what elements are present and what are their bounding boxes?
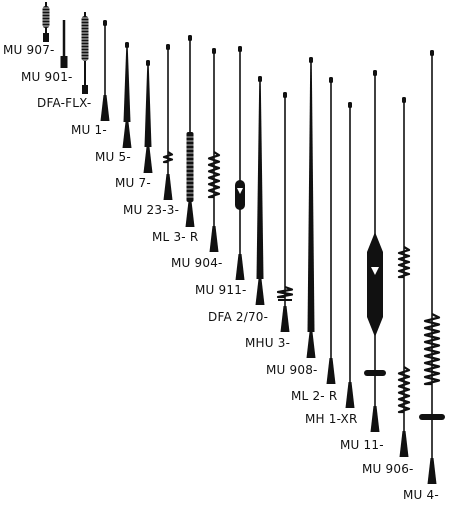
antenna-label-mu-23-3: MU 23-3- — [123, 203, 180, 217]
antenna-label-mu-11: MU 11- — [340, 438, 384, 452]
antenna-10-load — [235, 180, 245, 210]
antenna-13-rod — [307, 63, 315, 332]
antenna-8-base — [185, 201, 195, 227]
antenna-label-mu-1: MU 1- — [71, 123, 107, 137]
antenna-16-tip — [373, 70, 377, 76]
antenna-12-coil — [276, 285, 294, 299]
antenna-16-load — [367, 232, 383, 337]
antenna-10-tip — [238, 46, 242, 52]
antenna-6-tip — [146, 60, 150, 66]
antenna-1-base — [43, 33, 49, 42]
antenna-7-tip — [166, 44, 170, 50]
antenna-11-rod — [256, 82, 264, 279]
antenna-label-mu-7: MU 7- — [115, 176, 151, 190]
antenna-4-base — [100, 95, 110, 121]
antenna-10-base — [235, 254, 245, 280]
antenna-2-base — [60, 56, 68, 68]
antenna-9-coil — [207, 151, 221, 199]
antenna-5-rod — [123, 48, 131, 122]
antenna-7-coil — [162, 151, 174, 164]
antenna-10-logo — [237, 188, 243, 194]
antenna-label-mu-4: MU 4- — [403, 488, 439, 502]
antenna-18-mount — [419, 414, 445, 420]
antenna-16-base — [370, 406, 380, 432]
antenna-9-base — [209, 226, 219, 252]
antenna-label-mhu-3: MHU 3- — [245, 336, 291, 350]
antenna-18-base — [427, 458, 437, 484]
antenna-label-mu-906: MU 906- — [362, 462, 414, 476]
antenna-18-tip — [430, 50, 434, 56]
antenna-15-base — [345, 382, 355, 408]
antenna-16-mount — [364, 370, 386, 376]
antenna-13-tip — [309, 57, 313, 63]
antenna-17-coil-lower — [397, 366, 411, 414]
antenna-9-tip — [212, 48, 216, 54]
antenna-14-tip — [329, 77, 333, 83]
antenna-label-mu-908: MU 908- — [266, 363, 318, 377]
antenna-12-plate — [278, 299, 292, 301]
antenna-label-mu-904: MU 904- — [171, 256, 223, 270]
antenna-label-mh-1-xr: MH 1-XR — [305, 412, 358, 426]
antenna-17-coil-upper — [397, 246, 411, 279]
antenna-label-mu-907: MU 907- — [3, 43, 55, 57]
antenna-5-base — [122, 122, 132, 148]
antenna-4-tip — [103, 20, 107, 26]
antenna-7-base — [163, 174, 173, 200]
antenna-8-sleeve — [186, 132, 194, 202]
antenna-6-rod — [144, 66, 152, 147]
antenna-label-mu-901: MU 901- — [21, 70, 73, 84]
antenna-label-mu-5: MU 5- — [95, 150, 131, 164]
antenna-6-base — [143, 147, 153, 173]
antenna-label-ml-3-r: ML 3- R — [152, 230, 199, 244]
antenna-13-base — [306, 332, 316, 358]
antenna-label-mu-911: MU 911- — [195, 283, 247, 297]
antenna-11-base — [255, 279, 265, 305]
antenna-3-base — [82, 85, 88, 94]
antenna-5-tip — [125, 42, 129, 48]
antenna-12-base — [280, 306, 290, 332]
antenna-15-tip — [348, 102, 352, 108]
antenna-label-dfa-flx: DFA-FLX- — [37, 96, 92, 110]
antenna-12-tip — [283, 92, 287, 98]
antenna-18-coil — [423, 313, 441, 386]
antenna-11-tip — [258, 76, 262, 82]
antenna-17-base — [399, 431, 409, 457]
antenna-17-tip — [402, 97, 406, 103]
antenna-label-ml-2-r: ML 2- R — [291, 389, 338, 403]
antenna-8-tip — [188, 35, 192, 41]
antenna-label-dfa-2-70: DFA 2/70- — [208, 310, 269, 324]
antenna-16-logo — [371, 267, 379, 275]
antenna-14-base — [326, 358, 336, 384]
